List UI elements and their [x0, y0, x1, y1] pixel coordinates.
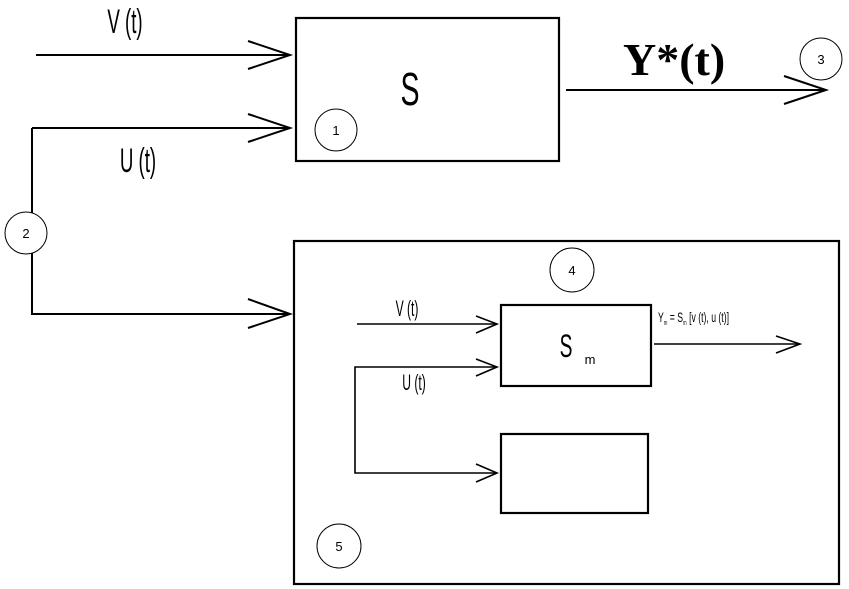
- u-input-arrowhead: [247, 113, 294, 143]
- model-container: [292, 239, 841, 586]
- inner-u-branch-arrowhead: [475, 463, 500, 483]
- inner-u-label: U (t): [402, 370, 426, 395]
- svg-text:4: 4: [568, 263, 575, 278]
- marker-2: 2: [4, 211, 48, 255]
- model-output-label: Ym = Sm [v (t), u (t)]: [658, 310, 729, 327]
- model-label-s: S: [560, 328, 573, 364]
- u-input-label: U (t): [120, 141, 156, 179]
- v-input-label: V (t): [107, 2, 142, 40]
- marker-1: 1: [314, 108, 358, 152]
- y-output-arrowhead: [783, 75, 830, 105]
- marker-4: 4: [549, 247, 595, 293]
- marker-5: 5: [316, 523, 362, 569]
- inner-v-arrowhead: [475, 315, 500, 334]
- y-output-label: Y*(t): [623, 34, 725, 85]
- auxiliary-block: [499, 432, 650, 515]
- model-label-sub: m: [585, 352, 596, 367]
- svg-text:5: 5: [335, 539, 342, 554]
- inner-v-label: V (t): [396, 296, 419, 321]
- system-block-s: [294, 16, 561, 163]
- inner-u-line: [354, 366, 497, 474]
- v-input-arrowhead: [247, 40, 294, 70]
- system-label-s: S: [400, 64, 419, 116]
- u-branch-arrowhead: [247, 298, 294, 329]
- model-block-sm: [499, 303, 653, 388]
- u-branch-line: [31, 128, 290, 315]
- svg-text:1: 1: [332, 123, 339, 138]
- svg-text:3: 3: [817, 52, 824, 67]
- model-output-arrowhead: [775, 335, 803, 354]
- svg-text:2: 2: [22, 226, 29, 241]
- inner-u-arrowhead: [475, 358, 500, 377]
- marker-3: 3: [799, 37, 843, 81]
